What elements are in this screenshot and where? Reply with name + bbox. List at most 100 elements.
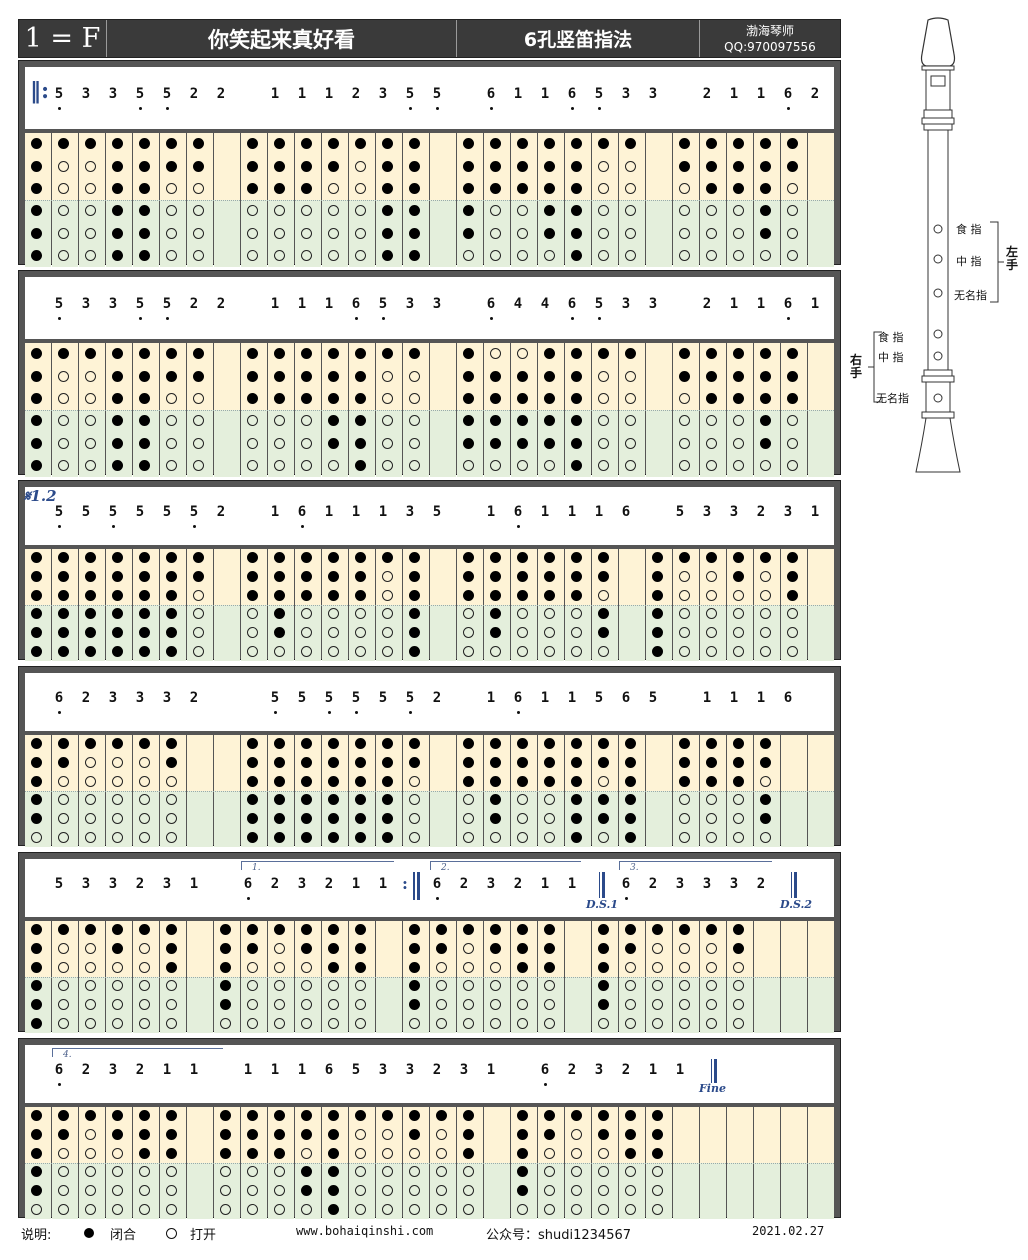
closed-hole-icon — [355, 924, 366, 936]
open-hole-icon — [355, 1129, 366, 1140]
open-hole-icon — [544, 1166, 555, 1178]
closed-hole-icon — [463, 924, 474, 936]
open-hole-icon — [544, 980, 555, 992]
closed-hole-icon — [760, 794, 771, 806]
right-middle-label: 中 指 — [878, 351, 904, 364]
note-digit: 3 — [108, 86, 118, 102]
closed-hole-icon — [409, 924, 420, 936]
fingering-column — [160, 921, 186, 1033]
closed-hole-icon — [571, 205, 582, 217]
closed-hole-icon — [58, 348, 69, 360]
right-hand-zone — [754, 977, 780, 1033]
note-digit: 1 — [243, 1062, 253, 1078]
left-hand-label: 左手 — [1006, 245, 1019, 272]
legend-label: 说明: — [21, 1228, 52, 1243]
open-hole-icon — [409, 1203, 420, 1215]
closed-hole-icon — [328, 1203, 339, 1215]
closed-hole-icon — [139, 437, 150, 449]
closed-hole-icon — [490, 608, 501, 620]
open-hole-icon — [328, 227, 339, 239]
closed-hole-icon — [652, 608, 663, 620]
closed-hole-icon — [31, 999, 42, 1010]
note-digit: 1 — [702, 690, 712, 706]
closed-hole-icon — [463, 589, 474, 601]
open-hole-icon — [706, 943, 717, 954]
closed-hole-icon — [31, 415, 42, 427]
closed-hole-icon — [31, 205, 42, 217]
closed-hole-icon — [544, 415, 555, 427]
closed-hole-icon — [220, 924, 231, 936]
fingering-column — [268, 735, 294, 847]
closed-hole-icon — [544, 943, 555, 954]
closed-hole-icon — [112, 437, 123, 449]
open-hole-icon — [85, 437, 96, 449]
open-hole-icon — [679, 794, 690, 806]
open-hole-icon — [706, 608, 717, 620]
closed-hole-icon — [598, 627, 609, 638]
fingering-column — [52, 1107, 78, 1219]
open-hole-icon — [58, 459, 69, 471]
closed-hole-icon — [517, 924, 528, 936]
closed-hole-icon — [247, 1129, 258, 1140]
open-hole-icon — [679, 415, 690, 427]
open-hole-icon — [355, 182, 366, 194]
closed-hole-icon — [463, 775, 474, 787]
left-hand-zone — [214, 133, 240, 200]
fingering-column — [106, 921, 132, 1033]
fingering-column — [430, 133, 456, 267]
fingering-column — [295, 133, 321, 267]
closed-hole-icon — [733, 160, 744, 172]
closed-hole-icon — [679, 775, 690, 787]
left-hand-zone — [808, 549, 834, 605]
closed-hole-icon — [274, 1129, 285, 1140]
note-digit: 3 — [729, 504, 739, 520]
open-hole-icon — [544, 999, 555, 1010]
fingering-column — [727, 343, 753, 477]
open-hole-icon — [328, 1017, 339, 1029]
closed-hole-icon — [31, 1185, 42, 1196]
open-hole-icon — [490, 227, 501, 239]
closed-hole-icon — [490, 182, 501, 194]
fingering-column — [133, 921, 159, 1033]
closed-hole-icon — [625, 1129, 636, 1140]
open-hole-icon — [652, 980, 663, 992]
fingering-column — [781, 549, 807, 661]
open-hole-icon — [328, 249, 339, 261]
closed-hole-icon — [112, 571, 123, 582]
closed-hole-icon — [409, 227, 420, 239]
fingering-column — [295, 343, 321, 477]
closed-hole-icon — [463, 182, 474, 194]
note-digit: 3 — [675, 876, 685, 892]
closed-hole-icon — [301, 794, 312, 806]
open-hole-icon — [463, 794, 474, 806]
closed-hole-icon — [409, 249, 420, 261]
fingering-column — [781, 735, 807, 847]
fingering-column — [133, 1107, 159, 1219]
note-digit: 3 — [108, 690, 118, 706]
closed-hole-icon — [571, 831, 582, 843]
open-hole-icon — [544, 1017, 555, 1029]
closed-hole-icon — [409, 182, 420, 194]
note-digit: 2 — [513, 876, 523, 892]
open-hole-icon — [517, 249, 528, 261]
open-hole-icon — [166, 999, 177, 1010]
closed-hole-icon — [247, 552, 258, 564]
closed-hole-icon — [706, 738, 717, 750]
note-digit: 5 — [54, 86, 64, 102]
right-ring-label: 无名指 — [876, 392, 909, 405]
closed-hole-icon — [787, 571, 798, 582]
closed-hole-icon — [598, 813, 609, 824]
note-digit: 5 — [594, 690, 604, 706]
closed-hole-icon — [84, 1228, 94, 1238]
note-digit: 1 — [810, 504, 820, 520]
fingering-column — [268, 549, 294, 661]
open-hole-icon — [247, 1017, 258, 1029]
low-octave-dot — [382, 317, 385, 320]
closed-hole-icon — [409, 999, 420, 1010]
note-digit: 5 — [162, 86, 172, 102]
open-hole-icon — [679, 961, 690, 973]
note-digit: 5 — [54, 876, 64, 892]
closed-hole-icon — [112, 1129, 123, 1140]
